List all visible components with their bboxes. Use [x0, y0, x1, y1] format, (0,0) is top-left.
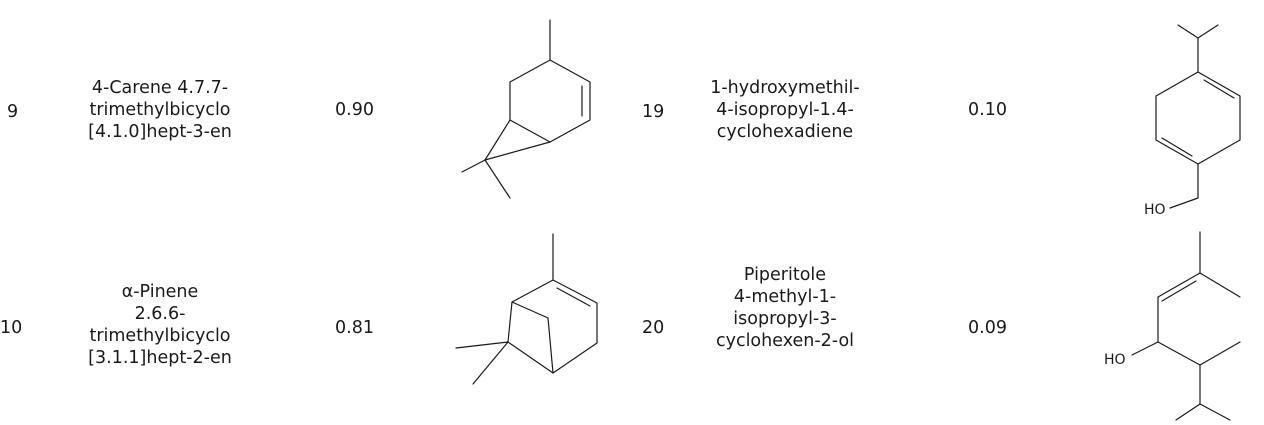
compound-name: 1-hydroxymethil- 4-isopropyl-1.4- cycloh… [690, 77, 880, 143]
compound-name-line: 4-isopropyl-1.4- [716, 100, 854, 120]
compound-value: 0.81 [335, 318, 374, 338]
compound-value: 0.10 [968, 100, 1007, 120]
compound-name-line: 1-hydroxymethil- [710, 78, 860, 98]
compound-name: 4-Carene 4.7.7- trimethylbicyclo [4.1.0]… [60, 77, 260, 143]
compound-index: 10 [0, 318, 23, 338]
compound-value: 0.09 [968, 318, 1007, 338]
compound-name-line: cyclohexadiene [716, 122, 854, 142]
compound-name-line: trimethylbicyclo [89, 326, 231, 346]
compound-name-line: 2.6.6- [134, 304, 186, 324]
compound-name-line: α-Pinene [121, 282, 199, 302]
compound-index: 20 [642, 318, 665, 338]
compound-name: Piperitole 4-methyl-1- isopropyl-3- cycl… [690, 264, 880, 352]
compound-value: 0.90 [335, 100, 374, 120]
compound-name-line: 4-Carene 4.7.7- [91, 78, 229, 98]
compound-name-line: isopropyl-3- [733, 309, 837, 329]
compound-name: α-Pinene 2.6.6- trimethylbicyclo [3.1.1]… [60, 281, 260, 369]
compound-index: 19 [642, 102, 665, 122]
compound-name-line: 4-methyl-1- [733, 287, 837, 307]
compound-name-line: trimethylbicyclo [89, 100, 231, 120]
compound-name-line: Piperitole [743, 265, 827, 285]
compound-name-line: [4.1.0]hept-3-en [88, 122, 232, 142]
compound-name-line: cyclohexen-2-ol [715, 331, 855, 351]
hydroxyl-label: HO [1104, 352, 1126, 368]
compound-name-line: [3.1.1]hept-2-en [88, 348, 232, 368]
compound-index: 9 [7, 102, 19, 122]
hydroxyl-label: HO [1144, 202, 1166, 218]
